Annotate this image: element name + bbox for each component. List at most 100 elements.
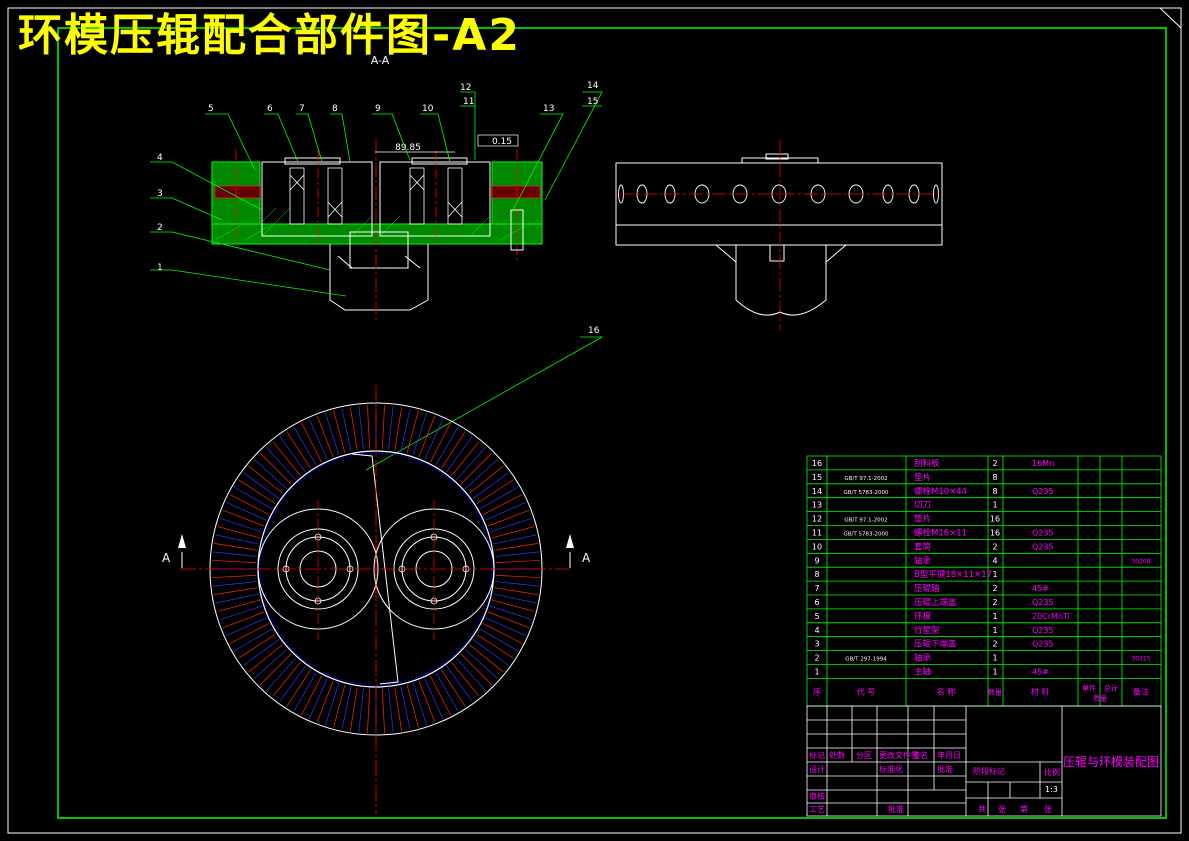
part-qty: 2 [992, 598, 997, 607]
title-block [806, 705, 1162, 817]
die-hole-line [460, 653, 493, 686]
die-hole-line [215, 534, 259, 545]
die-hole-line [495, 551, 540, 557]
part-no: 15 [812, 473, 822, 482]
die-hole-line [441, 669, 466, 707]
part-qty: 1 [992, 626, 997, 635]
part-name: B型平键18×11×17 [914, 569, 992, 580]
section-label: A-A [371, 54, 390, 67]
tb-sign: 签名 [912, 750, 928, 760]
part-material: Q235 [1032, 626, 1054, 635]
part-name: 压辊轴 [914, 583, 940, 594]
part-name: 垫片 [914, 472, 931, 483]
section-marker-left: A [162, 551, 171, 565]
die-hole-line [388, 405, 394, 450]
die-hole-line [238, 634, 276, 659]
tb-process: 工艺 [809, 805, 825, 814]
die-hole-line [424, 419, 444, 460]
die-hole-line [464, 649, 499, 679]
die-hole-line [226, 501, 267, 521]
die-hole-line [293, 672, 317, 712]
part-no: 12 [812, 515, 822, 524]
header-name: 名 称 [937, 686, 956, 696]
tb-scale-label: 比例 [1044, 767, 1060, 777]
die-hole-line [482, 494, 523, 515]
die-hole-line [259, 452, 292, 485]
die-hole-line [494, 587, 539, 596]
part-no: 7 [814, 584, 819, 593]
die-hole-line [272, 662, 301, 697]
section-leaders [150, 91, 604, 471]
die-hole-line [226, 617, 267, 637]
balloon-labels: 1 2 3 4 5 6 7 8 9 10 11 12 13 14 15 16 [157, 81, 600, 336]
die-hole-line [219, 517, 262, 533]
die-hole-line [446, 665, 473, 702]
die-hole-line [394, 687, 403, 732]
die-hole-line [219, 605, 262, 621]
die-hole-line [456, 446, 486, 481]
plan-view: A A [162, 385, 591, 815]
page-title: 环模压辊配合部件图-A2 [18, 10, 521, 61]
part-qty: 1 [992, 612, 997, 621]
tb-total: 共 [978, 805, 986, 814]
balloon-10: 10 [422, 104, 434, 114]
part-qty: 2 [992, 584, 997, 593]
balloon-6: 6 [267, 104, 273, 114]
balloon-5: 5 [208, 104, 214, 114]
dim-span: 89.85 [395, 143, 421, 153]
sheet-border-inner [57, 27, 1167, 819]
header-qty: 数量 [988, 687, 1002, 696]
die-hole-line [472, 472, 509, 499]
die-hole-line [279, 436, 306, 473]
part-material: 16Mn [1032, 459, 1054, 468]
tb-mark: 标记 [809, 750, 825, 760]
header-note: 备注 [1133, 686, 1149, 696]
section-view-aa: A-A [211, 54, 543, 320]
section-marker-right: A [582, 551, 591, 565]
die-hole-line [259, 653, 292, 686]
die-hole-line [430, 675, 451, 716]
die-hole-line [476, 634, 514, 659]
die-hole-line [479, 628, 519, 652]
die-hole-line [238, 479, 276, 504]
balloon-3: 3 [157, 189, 163, 199]
part-name: 压辊下端盖 [914, 639, 957, 650]
part-no: 10 [812, 542, 822, 551]
balloon-1: 1 [157, 263, 163, 273]
die-hole-line [479, 486, 519, 510]
part-no: 3 [814, 640, 819, 649]
part-material: Q235 [1032, 542, 1054, 551]
die-hole-line [388, 688, 394, 733]
tb-stage-label: 阶段标记 [973, 766, 1005, 776]
die-hole-line [451, 441, 480, 476]
balloon-15: 15 [587, 97, 598, 107]
part-note: 30215 [1131, 656, 1150, 663]
die-hole-line [233, 628, 273, 652]
die-hole-line [358, 688, 364, 733]
die-hole-line [212, 581, 257, 587]
die-hole-line [308, 678, 328, 719]
die-hole-line [248, 644, 283, 673]
die-hole-line [487, 509, 530, 527]
part-no: 13 [812, 501, 822, 510]
die-hole-line [456, 657, 486, 692]
part-qty: 1 [992, 668, 997, 677]
die-hole-line [286, 669, 311, 707]
header-mass: 质量 [1093, 693, 1107, 702]
tb-standardize: 标准化 [879, 764, 903, 774]
die-hole-line [476, 479, 514, 504]
balloon-13: 13 [543, 104, 554, 114]
die-hole-line [212, 574, 257, 578]
die-hole-line [266, 446, 296, 481]
die-hole-line [472, 639, 509, 666]
die-hole-pattern [212, 405, 540, 733]
die-hole-line [441, 431, 466, 469]
part-no: 4 [814, 626, 819, 635]
balloon-9: 9 [375, 104, 381, 114]
die-hole-line [412, 412, 428, 455]
sheet-border-outer [7, 7, 1182, 834]
tb-change-doc: 更改文件号 [879, 750, 919, 760]
die-hole-line [435, 672, 459, 712]
